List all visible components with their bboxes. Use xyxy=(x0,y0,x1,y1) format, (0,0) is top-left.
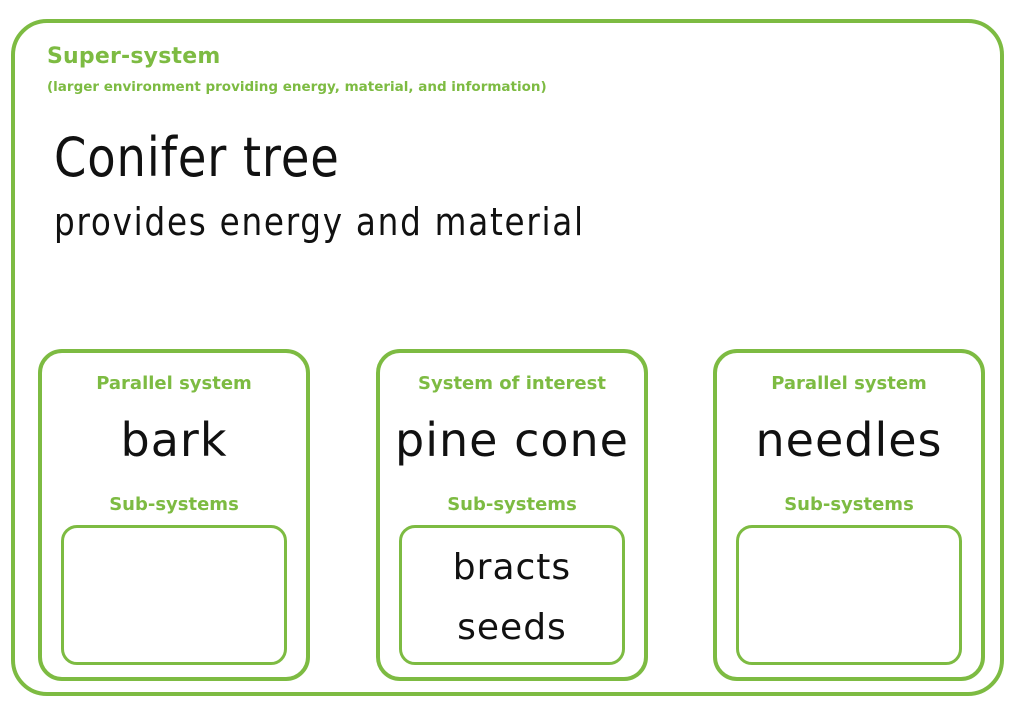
panel-label: System of interest xyxy=(418,373,606,394)
subsystems-label: Sub-systems xyxy=(784,494,914,515)
panel-name-bark: bark xyxy=(120,413,228,467)
panel-name-needles: needles xyxy=(755,413,943,467)
subsystems-box-empty xyxy=(61,525,287,665)
subsystem-item-seeds: seeds xyxy=(457,607,567,648)
system-of-interest-panel: System of interest pine cone Sub-systems… xyxy=(376,349,648,681)
subsystems-label: Sub-systems xyxy=(109,494,239,515)
super-system-title: Super-system xyxy=(47,44,221,69)
panel-name-pine-cone: pine cone xyxy=(395,413,629,467)
subsystem-item-bracts: bracts xyxy=(452,547,572,588)
panel-label: Parallel system xyxy=(771,373,927,394)
subsystems-box: bracts seeds xyxy=(399,525,625,665)
parallel-system-right-panel: Parallel system needles Sub-systems xyxy=(713,349,985,681)
super-system-handwritten-title: Conifer tree xyxy=(54,126,340,189)
subsystems-list: bracts seeds xyxy=(402,528,622,658)
subsystems-label: Sub-systems xyxy=(447,494,577,515)
parallel-system-left-panel: Parallel system bark Sub-systems xyxy=(38,349,310,681)
panel-label: Parallel system xyxy=(96,373,252,394)
super-system-handwritten-note: provides energy and material xyxy=(54,200,585,244)
super-system-subtitle: (larger environment providing energy, ma… xyxy=(47,79,547,95)
subsystems-box-empty xyxy=(736,525,962,665)
